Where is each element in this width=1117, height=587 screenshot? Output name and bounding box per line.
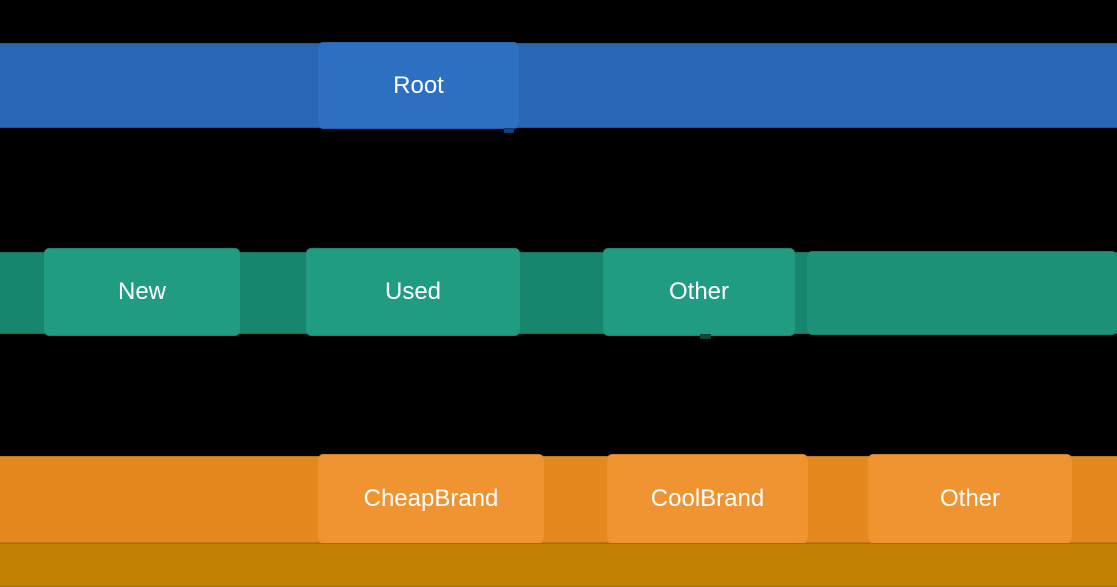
icicle-node-used[interactable]: Used — [306, 248, 520, 336]
icicle-row-level-1-base — [0, 43, 1117, 128]
node-label: Other — [668, 278, 730, 305]
node-label: Other — [939, 485, 1001, 512]
node-label: CoolBrand — [650, 485, 765, 512]
icicle-node-new[interactable]: New — [44, 248, 240, 336]
icicle-row-level-4-strip — [0, 543, 1117, 587]
icicle-node-other-condition[interactable]: Other — [603, 248, 795, 336]
node-label: CheapBrand — [363, 485, 499, 512]
node-label: Used — [384, 278, 442, 305]
icicle-stub-below-other — [700, 334, 711, 339]
icicle-node-root[interactable]: Root — [318, 42, 519, 129]
node-label: New — [117, 278, 166, 305]
node-label: Root — [393, 71, 444, 99]
icicle-node-other-brand[interactable]: Other — [868, 454, 1072, 544]
icicle-node-cheapbrand[interactable]: CheapBrand — [318, 454, 544, 544]
icicle-node-coolbrand[interactable]: CoolBrand — [607, 454, 808, 544]
icicle-node-unlabeled[interactable] — [807, 251, 1117, 335]
icicle-stub-below-root — [504, 128, 514, 133]
